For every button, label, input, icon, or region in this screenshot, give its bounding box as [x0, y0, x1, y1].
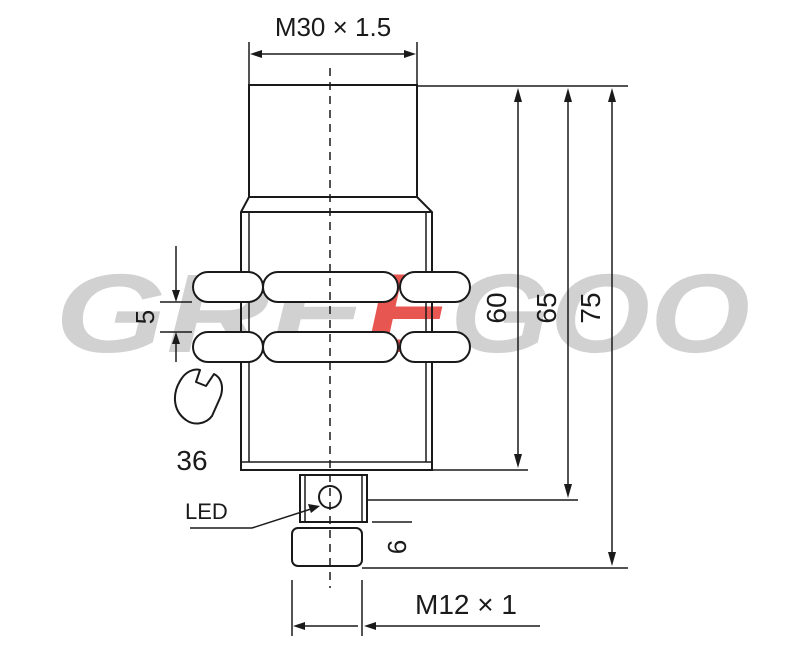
nut-lower-right [399, 331, 471, 363]
dim-bottom-thread-label: M12 × 1 [415, 589, 517, 620]
dim-nut-thickness [160, 246, 192, 362]
dim-wrench-size-label: 36 [176, 445, 207, 476]
led-label: LED [185, 499, 228, 524]
m12-connector [291, 527, 363, 567]
nut-lower-left [192, 331, 264, 363]
led-leader [190, 504, 320, 529]
nut-upper-left [192, 271, 264, 303]
dim-top-thread-label: M30 × 1.5 [275, 12, 391, 42]
dim-75 [608, 88, 616, 566]
sensor-head [248, 84, 418, 198]
dim-60 [514, 88, 522, 468]
dim-65 [564, 88, 572, 498]
lock-nuts [192, 271, 471, 363]
wrench-icon [174, 368, 223, 425]
connector-neck [299, 474, 368, 523]
dim-connector-length-label: 6 [382, 540, 412, 554]
watermark-text-right: GOO [450, 251, 750, 376]
length-extension-lines [362, 85, 628, 569]
dim-60-label: 60 [481, 292, 512, 323]
nut-upper-right [399, 271, 471, 303]
dim-bottom-thread [291, 580, 540, 636]
dim-nut-thickness-label: 5 [130, 310, 160, 324]
sensor-threaded-body [240, 196, 433, 471]
dim-65-label: 65 [531, 292, 562, 323]
dim-top-thread [248, 42, 418, 84]
dim-75-label: 75 [575, 292, 606, 323]
